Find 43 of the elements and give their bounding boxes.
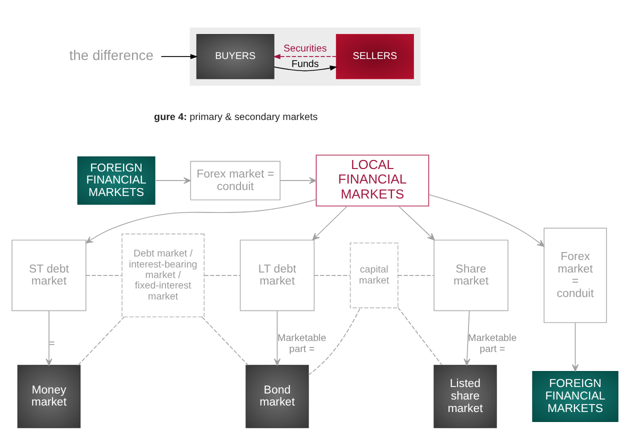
node-box: ST debt market [12, 239, 86, 311]
connector [314, 274, 351, 276]
arrow [46, 310, 52, 366]
node-box: LT debt market [240, 239, 315, 311]
node-box: Forex market = conduit [544, 227, 607, 323]
label: gure 4: primary & secondary markets [154, 111, 318, 122]
edge-label: Funds [291, 58, 319, 70]
connector [78, 316, 125, 366]
connector [86, 274, 122, 276]
arrow [273, 54, 337, 59]
node-box: capital market [350, 242, 398, 308]
connector [204, 274, 241, 276]
arrow [428, 194, 544, 246]
node-box: FOREIGN FINANCIAL MARKETS [77, 156, 156, 204]
arrow [572, 322, 579, 372]
connector [202, 316, 249, 366]
node-box: Share market [434, 239, 508, 311]
connector [398, 274, 434, 276]
node-box: BUYERS [196, 34, 274, 79]
node-box: Bond market [246, 364, 309, 428]
edge-label: Marketable part = [468, 332, 517, 354]
node-box: SELLERS [336, 34, 414, 79]
arrow [312, 205, 348, 240]
arrow [398, 205, 435, 240]
connector [398, 306, 442, 365]
node-box: Listed share market [434, 364, 497, 428]
connector [308, 306, 361, 375]
edge-label: Marketable part = [278, 332, 326, 354]
node-box: LOCAL FINANCIAL MARKETS [316, 154, 430, 206]
node-box: FOREIGN FINANCIAL MARKETS [532, 370, 618, 422]
node-box: Forex market = conduit [190, 160, 281, 200]
edge-label: Securities [284, 42, 327, 54]
arrow [280, 176, 316, 184]
arrow [86, 198, 317, 243]
edge-label: = [48, 338, 55, 350]
node-box: Debt market / interest-bearing market / fixed-interest market [122, 233, 205, 317]
arrow [154, 176, 191, 184]
arrow [274, 310, 281, 366]
arrow [274, 65, 338, 71]
node-text: the difference [69, 46, 154, 62]
arrow [160, 54, 198, 59]
node-box: Money market [17, 364, 81, 428]
arrow [464, 310, 470, 366]
